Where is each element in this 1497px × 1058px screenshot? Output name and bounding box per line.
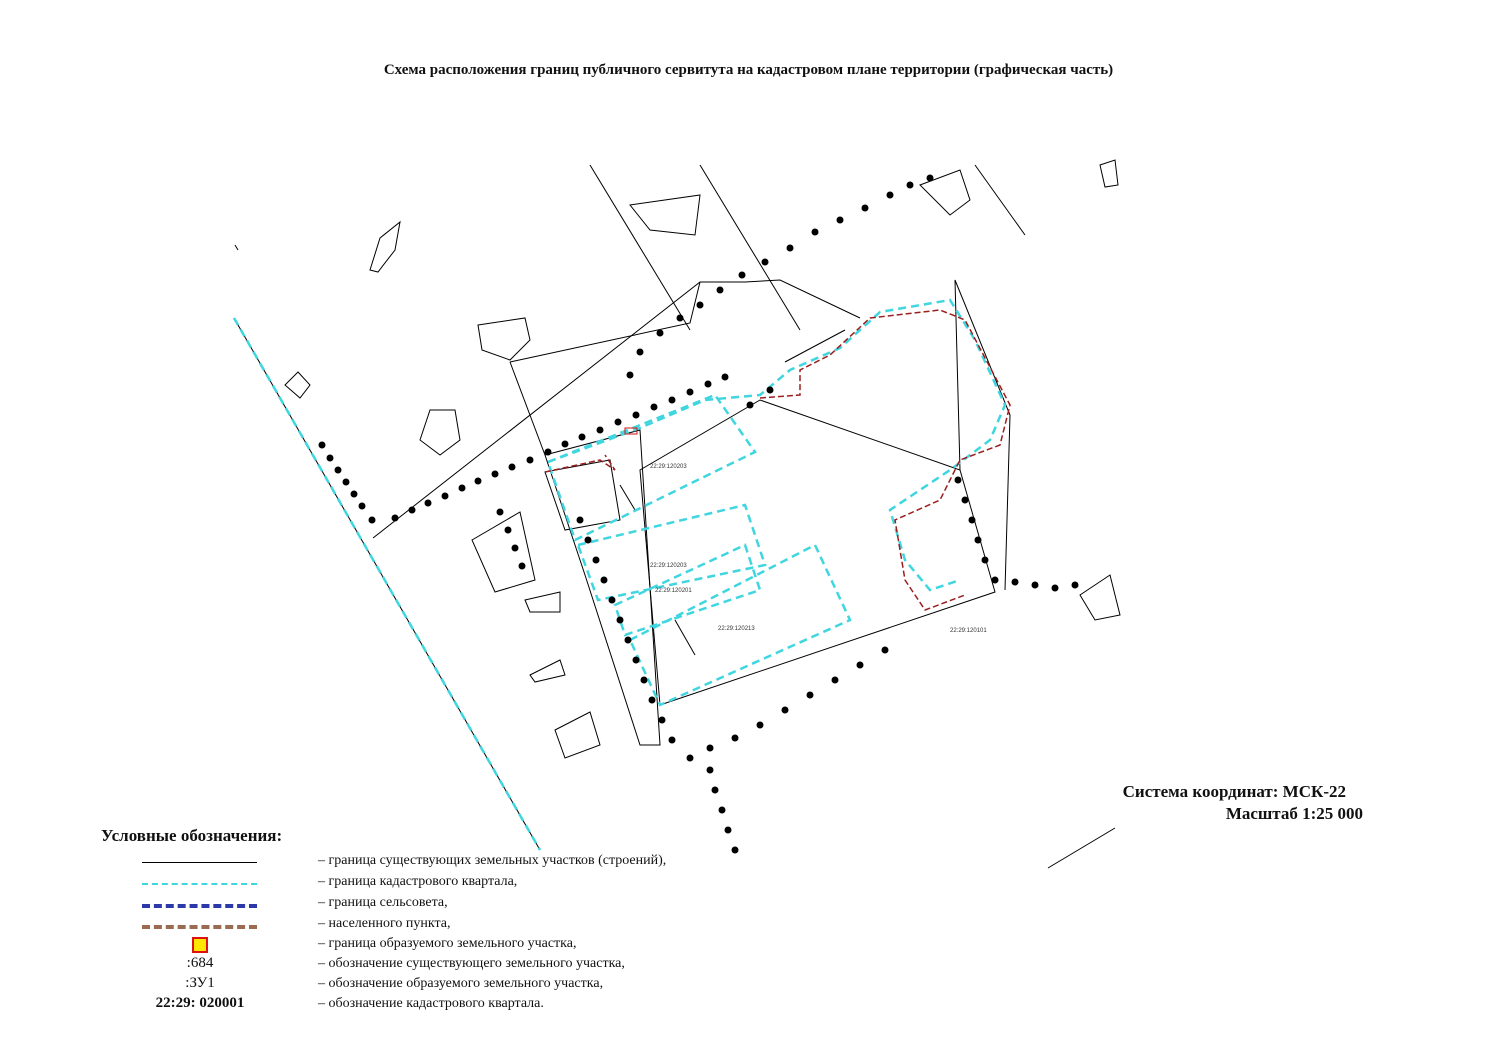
legend-title: Условные обозначения: <box>101 826 283 845</box>
quarter-border <box>232 317 542 851</box>
parcel-border <box>954 279 1011 591</box>
page-title: Схема расположения границ публичного сер… <box>383 62 1114 78</box>
legend-item: :684 – обозначение существующего земельн… <box>100 955 800 975</box>
quarter-border <box>546 393 757 542</box>
quarter-label: 22:29:120203 <box>650 563 687 569</box>
servitude-points-south <box>496 508 889 854</box>
parcel-border <box>674 619 696 656</box>
parcel-label-sample: :684 <box>186 955 214 971</box>
coordinate-system: Система координат: МСК-22 <box>1122 782 1346 801</box>
parcel-border <box>589 164 691 331</box>
legend-item: – граница образуемого земельного участка… <box>100 935 800 955</box>
building <box>1079 574 1121 621</box>
servitude-points-east <box>954 476 1079 592</box>
quarter-border <box>613 543 762 637</box>
legend-item: – населенного пункта, <box>100 915 800 935</box>
building <box>919 169 971 216</box>
quarter-border <box>576 503 767 602</box>
cyan-dashed-symbol <box>140 873 260 893</box>
building <box>629 194 701 236</box>
legend-item: – граница кадастрового квартала, <box>100 873 800 893</box>
quarter-label: 22:29:120203 <box>650 464 687 470</box>
parcel-border <box>234 244 239 251</box>
parcel-border <box>784 329 846 363</box>
building <box>284 371 311 399</box>
map-scale: Масштаб 1:25 000 <box>1225 804 1363 823</box>
building <box>1099 159 1119 188</box>
parcel-border <box>509 281 701 363</box>
legend-item: – граница сельсовета, <box>100 894 800 914</box>
building <box>419 409 461 456</box>
parcel <box>471 511 536 593</box>
yellow-square-symbol <box>140 935 260 955</box>
parcel-border <box>509 361 546 456</box>
brown-dashed-symbol <box>140 915 260 935</box>
road-border <box>1047 827 1116 869</box>
parcel <box>544 459 621 531</box>
blue-dashed-symbol <box>140 894 260 914</box>
parcel <box>544 429 661 746</box>
settlement-border <box>544 454 616 473</box>
building <box>477 317 531 361</box>
quarter-label: 22:29:120201 <box>655 588 692 594</box>
parcel-border <box>744 279 861 319</box>
parcel-border <box>974 164 1026 236</box>
quarter-label: 22:29:120213 <box>718 626 755 632</box>
quarter-border <box>628 543 852 707</box>
building <box>554 711 601 759</box>
servitude-points-north <box>318 174 934 524</box>
quarter-border <box>547 298 1007 592</box>
quarter-label-sample: 22:29: 020001 <box>155 995 245 1011</box>
building <box>529 659 566 683</box>
building <box>524 591 561 613</box>
legend-item: 22:29: 020001 – обозначение кадастрового… <box>100 995 800 1015</box>
settlement-border <box>759 309 1011 611</box>
quarter-label: 22:29:120101 <box>950 628 987 634</box>
solid-line-symbol <box>140 852 260 872</box>
legend-item: :ЗУ1 – обозначение образуемого земельног… <box>100 975 800 995</box>
parcel <box>639 399 996 706</box>
building <box>369 220 401 273</box>
parcel-border <box>699 164 801 331</box>
parcel-border <box>619 484 636 511</box>
servitude-marker <box>624 427 638 435</box>
new-parcel-label-sample: :ЗУ1 <box>185 975 215 991</box>
legend-item: – граница существующих земельных участко… <box>100 852 800 872</box>
